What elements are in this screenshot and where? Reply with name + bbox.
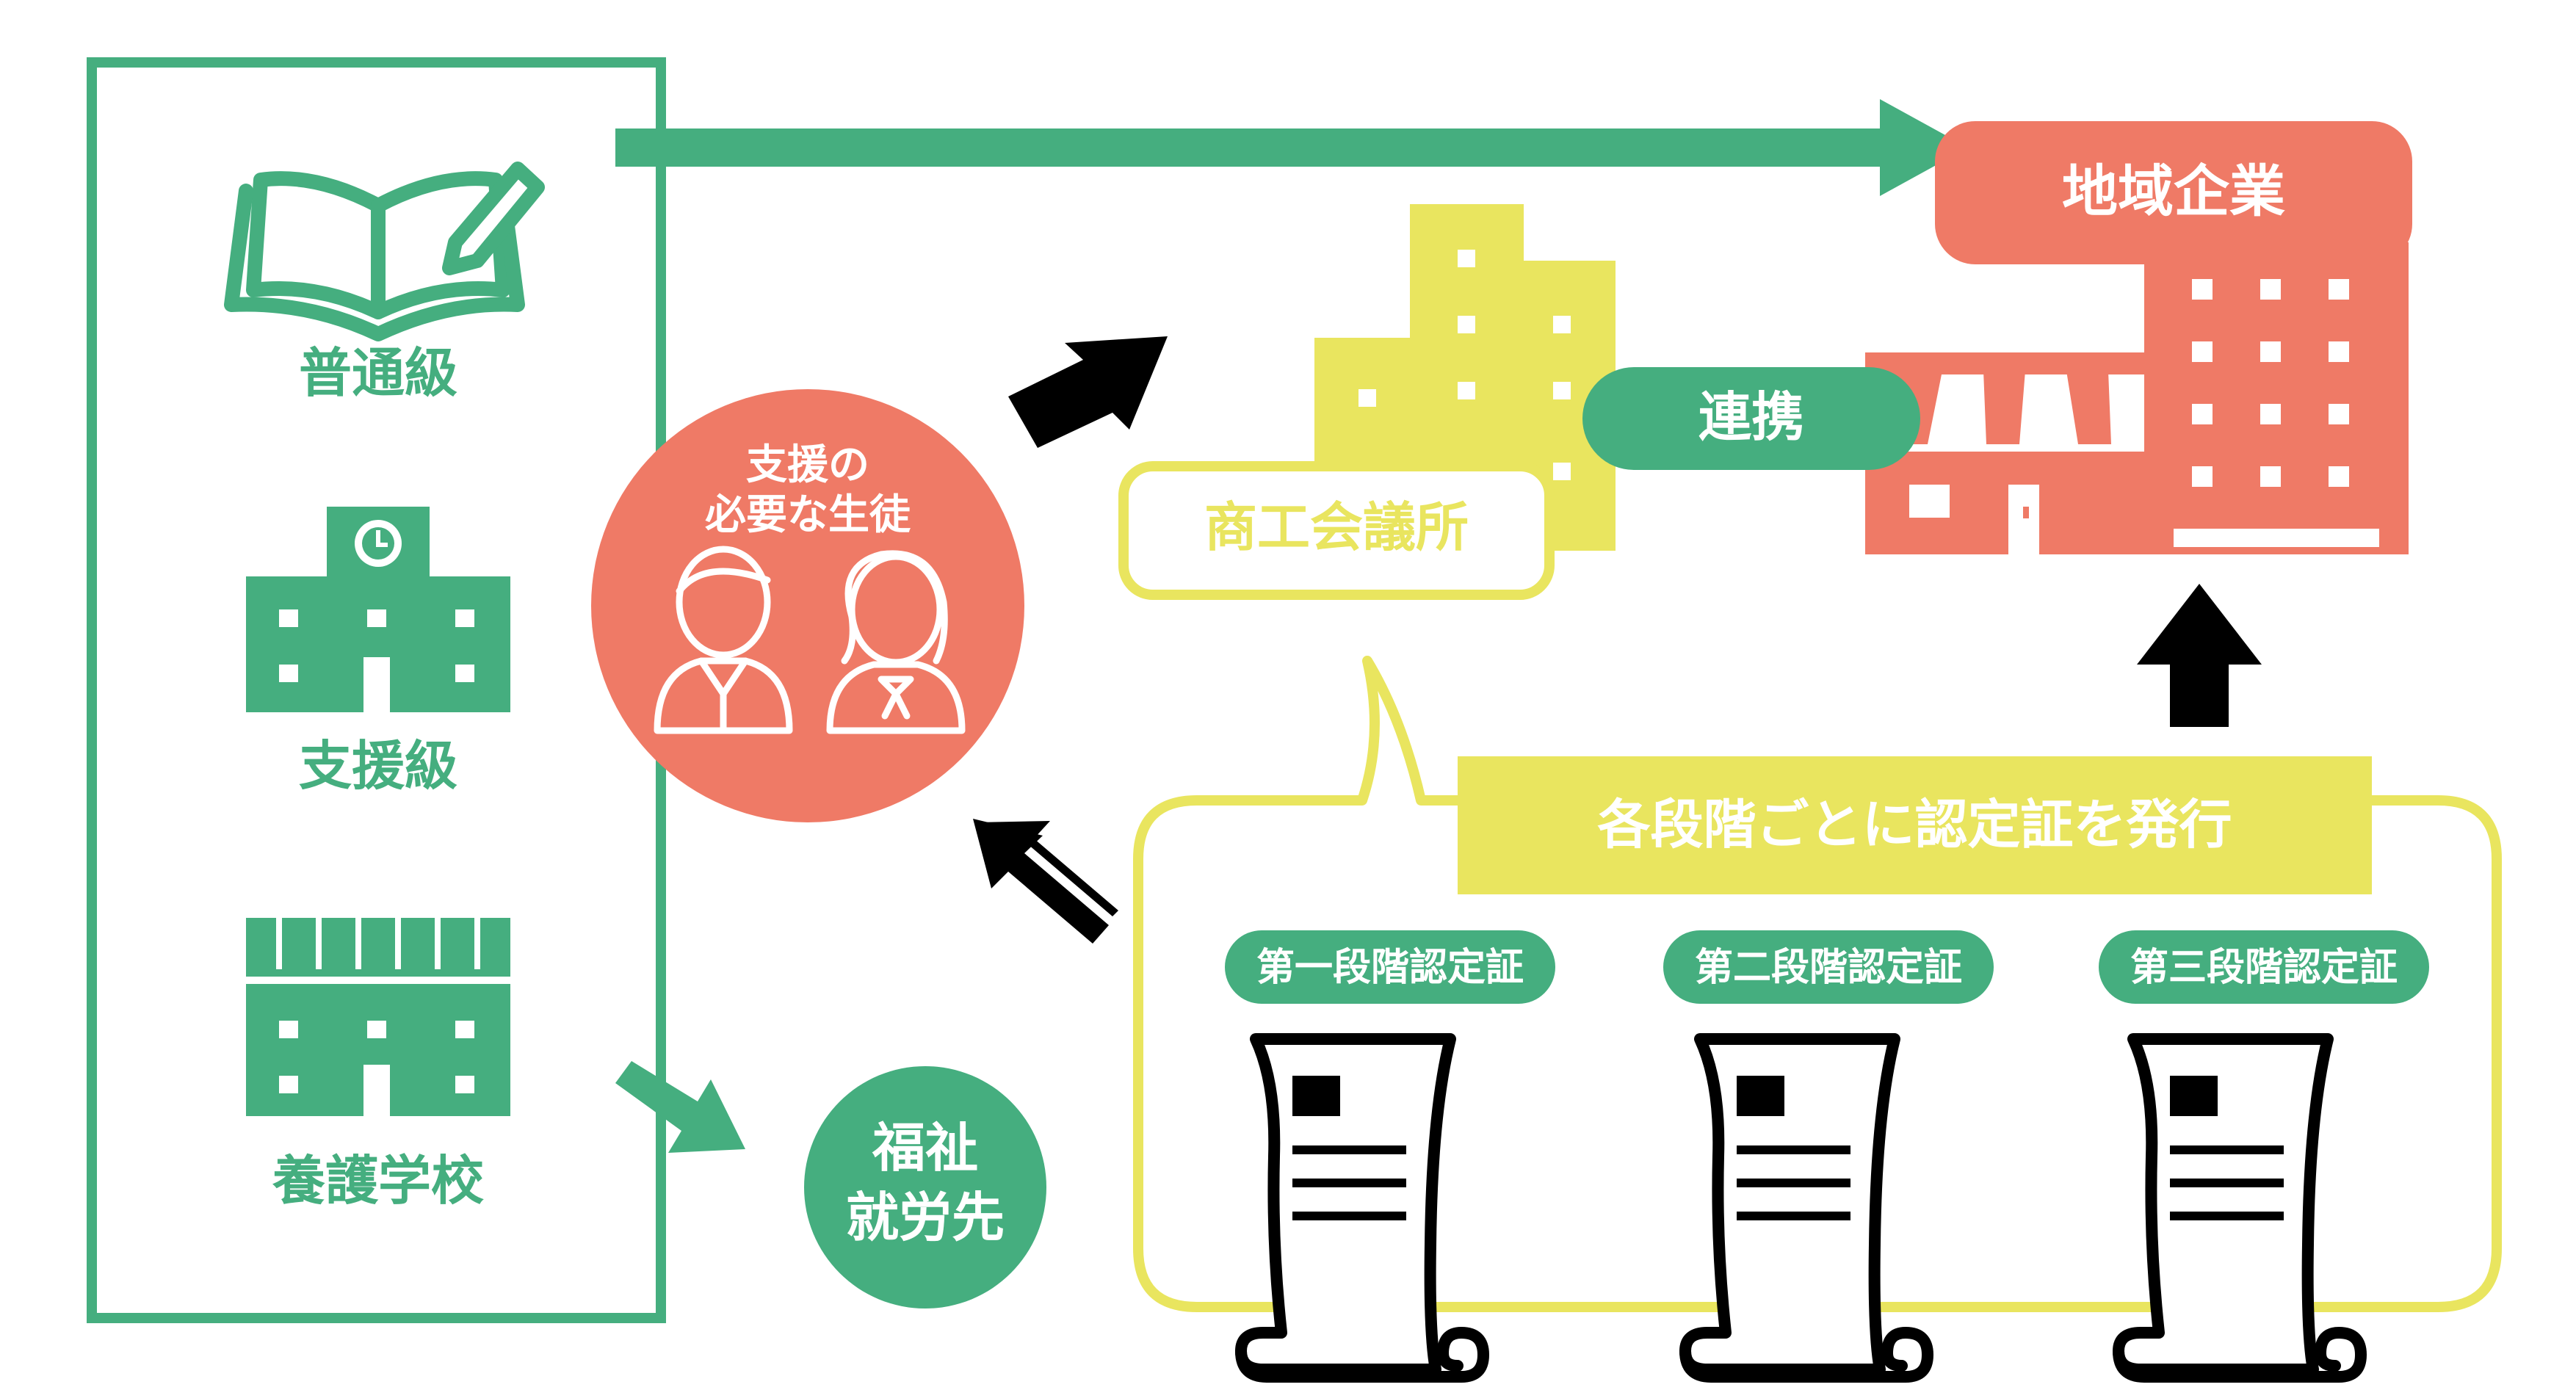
- chamber-label: 商工会議所: [1204, 496, 1469, 558]
- local-companies-label: 地域企業: [2062, 159, 2285, 224]
- cooperation-pill: [1582, 367, 1920, 470]
- certificate-pill-2: [1663, 930, 1994, 1004]
- welfare-label-line1: 福祉: [872, 1117, 978, 1179]
- arrow-to-welfare: [615, 1061, 745, 1153]
- school-building-icon: [246, 918, 510, 1116]
- students-label-line1: 支援の: [746, 441, 869, 489]
- certificate-label-3: 第三段階認定証: [2130, 946, 2398, 990]
- welfare-circle: [804, 1066, 1046, 1308]
- arrow-to-chamber: [1008, 336, 1168, 448]
- certificate-label-2: 第二段階認定証: [1694, 946, 1962, 990]
- school-clock-building-icon: [246, 507, 510, 712]
- student-boy-girl-icon: [654, 546, 966, 734]
- certificate-label-1: 第一段階認定証: [1256, 946, 1524, 990]
- welfare-label-line2: 就労先: [845, 1187, 1005, 1248]
- students-circle: [591, 389, 1024, 822]
- special-school-label: 養護学校: [272, 1150, 484, 1212]
- companies-box: [1935, 121, 2412, 264]
- arrow-to-students: [973, 819, 1118, 944]
- certificate-pill-3: [2099, 930, 2429, 1004]
- certificate-pill-1: [1225, 930, 1555, 1004]
- regular-class-label: 普通級: [298, 342, 457, 404]
- cooperation-label: 連携: [1698, 386, 1804, 448]
- students-label-line2: 必要な生徒: [705, 491, 911, 539]
- open-book-pencil-icon: [224, 162, 545, 341]
- arrow-up-to-companies: [2137, 584, 2262, 727]
- shop-and-office-building-icon: [1865, 242, 2409, 554]
- certification-heading: 各段階ごとに認定証を発行: [1597, 794, 2232, 855]
- arrow-to-companies: [615, 99, 1968, 196]
- chamber-box: [1118, 461, 1555, 600]
- support-class-label: 支援級: [298, 735, 457, 797]
- certification-heading-box: [1458, 756, 2372, 894]
